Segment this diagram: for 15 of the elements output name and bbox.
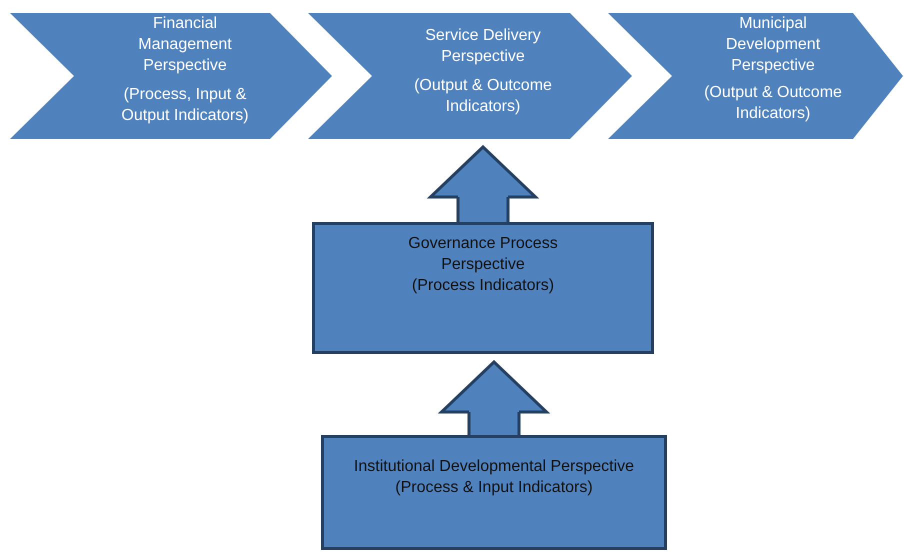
indicator-note: (Output & Outcome Indicators)	[703, 83, 843, 124]
indicator-note: (Process Indicators)	[410, 276, 556, 296]
step-title: Municipal Development Perspective	[724, 14, 822, 76]
indicator-note: (Process, Input & Output Indicators)	[120, 85, 250, 126]
step-title: Service Delivery Perspective	[424, 26, 542, 67]
process-box	[312, 222, 654, 354]
indicator-note: (Process & Input Indicators)	[394, 478, 594, 498]
step-title: Governance Process Perspective	[407, 234, 559, 275]
step-title: Institutional Developmental Perspective	[352, 457, 636, 477]
process-box	[321, 435, 667, 550]
step-title: Financial Management Perspective	[137, 14, 233, 76]
chevron-step	[10, 13, 332, 139]
chevron-step	[308, 13, 632, 139]
chevron-step	[608, 13, 903, 139]
indicator-note: (Output & Outcome Indicators)	[413, 76, 553, 117]
